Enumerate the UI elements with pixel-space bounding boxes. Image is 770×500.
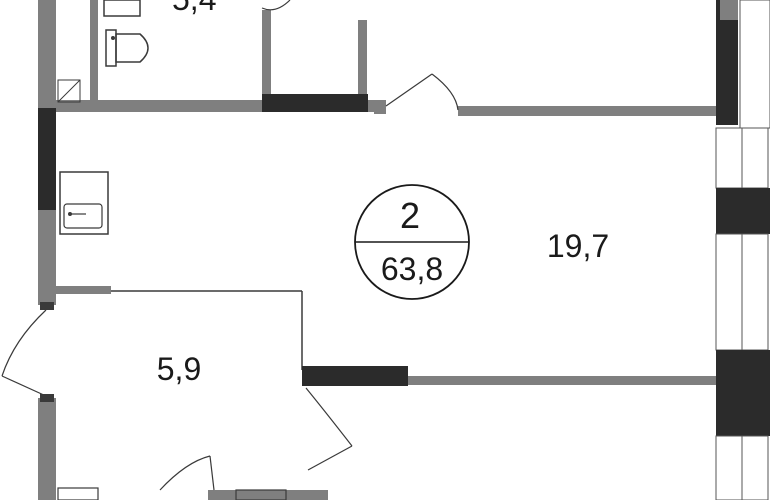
bathroom-door-arc — [261, 0, 291, 11]
toilet-icon — [105, 29, 149, 67]
room-count: 2 — [400, 195, 420, 236]
total-area: 63,8 — [381, 251, 443, 287]
living-room-area: 19,7 — [547, 228, 609, 264]
kitchen-sink-icon — [59, 171, 109, 235]
bottom-door — [159, 455, 215, 491]
bathroom-walls — [56, 0, 720, 116]
shelf-icon — [57, 79, 81, 103]
right-exterior-wall — [715, 0, 770, 500]
bottom-fixtures — [57, 487, 287, 500]
hallway-area: 5,9 — [157, 351, 201, 387]
living-room-door — [385, 73, 459, 111]
hallway-lower-door — [305, 387, 353, 471]
bathroom-area: 5,4 — [172, 0, 216, 17]
sink-icon — [103, 0, 141, 17]
hallway-walls — [56, 286, 716, 500]
apartment-badge: 2 63,8 — [354, 184, 470, 300]
left-wall — [38, 0, 56, 500]
entrance-door — [1, 302, 54, 402]
